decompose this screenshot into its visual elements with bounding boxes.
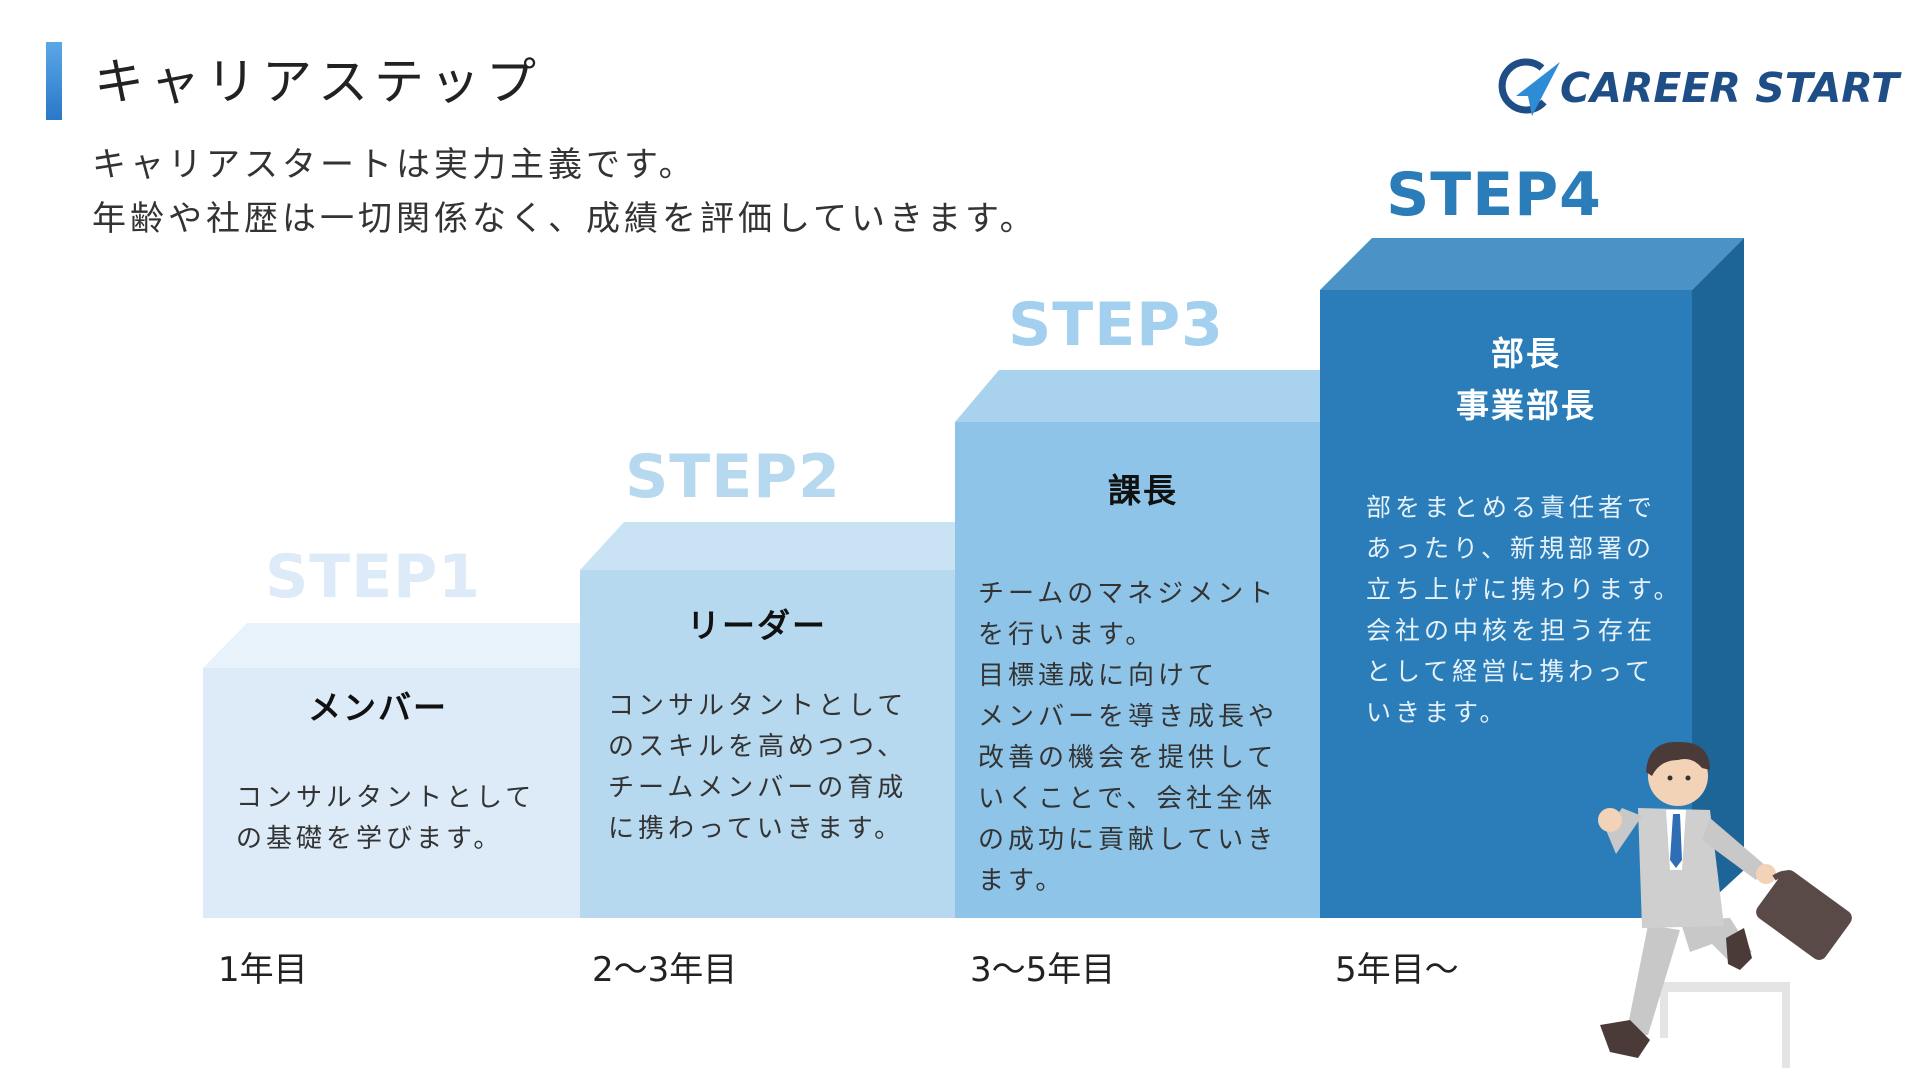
step1-description: コンサルタントとして の基礎を学びます。 [236, 778, 535, 860]
step1-top-face [203, 623, 580, 668]
description-line: 立ち上げに携わります。 [1366, 575, 1683, 604]
intro-line: キャリアスタートは実力主義です。 [92, 145, 697, 185]
description-line: のスキルを高めつつ、 [608, 732, 907, 762]
step4-side-face [1692, 238, 1744, 918]
description-line: を行います。 [978, 620, 1156, 650]
description-line: チームメンバーの育成 [608, 773, 908, 803]
intro-text: キャリアスタートは実力主義です。 年齢や社歴は一切関係なく、成績を評価していきま… [92, 138, 1038, 246]
company-logo: CAREER START [1498, 56, 1899, 122]
description-line: チームのマネジメント [978, 579, 1278, 609]
step4-period: 5年目〜 [1335, 950, 1459, 990]
step2-description: コンサルタントとして のスキルを高めつつ、 チームメンバーの育成 に携わっていき… [608, 686, 907, 850]
step1-label: STEP1 [265, 542, 481, 612]
step3-top-face [955, 370, 1320, 422]
step2-label: STEP2 [625, 442, 841, 512]
logo-mark-icon [1498, 58, 1560, 116]
role-line: メンバー [308, 688, 448, 727]
step2-top-face [580, 522, 955, 570]
step4-role: 部長 事業部長 [1456, 328, 1596, 432]
businessman-illustration [1598, 741, 1852, 1068]
description-line: いきます。 [1366, 698, 1509, 727]
description-line: 部をまとめる責任者で [1366, 493, 1657, 522]
step3-block [955, 422, 1320, 918]
role-line: リーダー [687, 606, 827, 645]
description-line: として経営に携わって [1366, 657, 1655, 686]
step4-description: 部をまとめる責任者で あったり、新規部署の 立ち上げに携わります。 会社の中核を… [1366, 487, 1683, 733]
description-line: コンサルタントとして [608, 691, 908, 721]
description-line: あったり、新規部署の [1366, 534, 1656, 563]
step2-block [580, 570, 955, 918]
title-accent-bar [46, 42, 62, 120]
intro-line: 年齢や社歴は一切関係なく、成績を評価していきます。 [92, 199, 1038, 239]
description-line: の成功に貢献していき [978, 825, 1278, 855]
step1-role: メンバー [308, 682, 448, 734]
description-line: ます。 [978, 866, 1066, 896]
description-line: 改善の機会を提供して [978, 743, 1278, 773]
role-line: 課長 [1108, 471, 1178, 510]
step2-period: 2〜3年目 [592, 950, 738, 990]
step1-period: 1年目 [218, 950, 308, 990]
step4-top-face [1320, 238, 1744, 290]
step3-role: 課長 [1108, 465, 1178, 517]
step3-label: STEP3 [1008, 290, 1224, 360]
step3-description: チームのマネジメント を行います。 目標達成に向けて メンバーを導き成長や 改善… [978, 574, 1278, 902]
description-line: メンバーを導き成長や [978, 702, 1279, 732]
step4-label: STEP4 [1386, 160, 1602, 230]
step2-role: リーダー [687, 600, 827, 652]
description-line: 目標達成に向けて [978, 661, 1219, 691]
step3-period: 3〜5年目 [970, 950, 1116, 990]
step1-block [203, 668, 580, 918]
role-line: 部長 [1491, 334, 1561, 373]
description-line: の基礎を学びます。 [236, 824, 504, 854]
page-title: キャリアステップ [94, 53, 542, 111]
description-line: いくことで、会社全体 [978, 784, 1277, 814]
description-line: 会社の中核を担う存在 [1366, 616, 1657, 645]
logo-text: CAREER START [1560, 64, 1899, 112]
description-line: コンサルタントとして [236, 783, 536, 813]
description-line: に携わっていきます。 [608, 814, 905, 844]
role-line: 事業部長 [1456, 386, 1596, 425]
